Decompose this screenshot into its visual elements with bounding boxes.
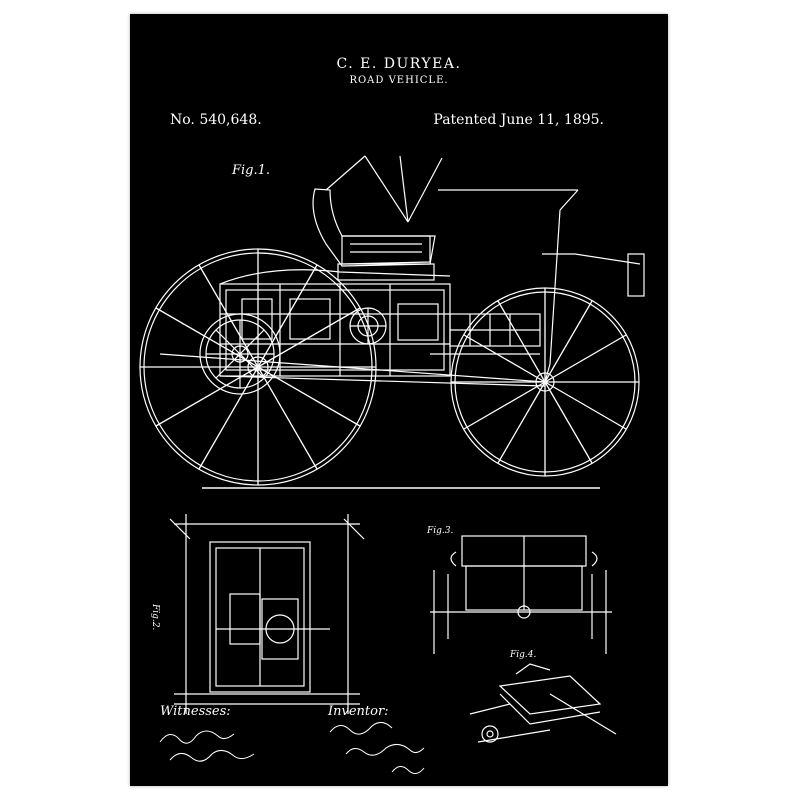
figure-4-drawing: [469, 663, 617, 743]
chassis: [159, 353, 546, 387]
figure-1-drawing: [139, 155, 645, 489]
inventor-label: Inventor:: [328, 704, 389, 719]
patent-drawing: [139, 155, 645, 774]
rear-wheel: [139, 248, 377, 486]
steering-column: [438, 189, 645, 383]
patent-title: ROAD VEHICLE.: [349, 75, 449, 86]
figure-3-label: Fig.3.: [427, 526, 454, 536]
inventor-name: C. E. DURYEA.: [336, 56, 462, 72]
flywheel: [199, 313, 281, 395]
canopy-frame: [325, 155, 443, 223]
carriage-body: [219, 269, 541, 377]
figure-2-drawing: [169, 514, 365, 714]
inventor-signatures: [329, 722, 425, 774]
witness-signatures: [159, 730, 255, 762]
patent-number: No. 540,648.: [170, 112, 262, 128]
figure-4-label: Fig.4.: [510, 650, 537, 660]
front-wheel: [450, 287, 640, 477]
figure-3-drawing: [430, 535, 612, 654]
patent-date: Patented June 11, 1895.: [433, 112, 604, 128]
patent-poster: C. E. DURYEA. ROAD VEHICLE. No. 540,648.…: [130, 14, 668, 786]
figure-1-label: Fig.1.: [232, 163, 271, 178]
seat: [312, 188, 436, 281]
witnesses-label: Witnesses:: [160, 704, 231, 719]
